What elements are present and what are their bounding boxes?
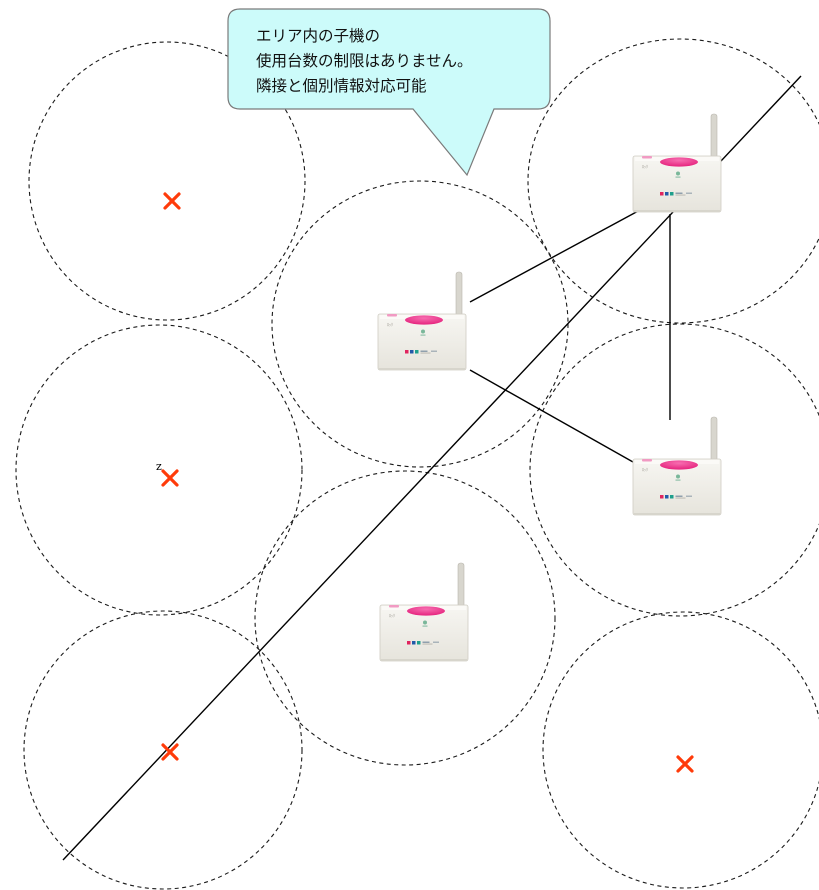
x-mark-icon <box>163 192 181 210</box>
callout-line-1: エリア内の子機の <box>256 27 380 45</box>
callout-bubble: エリア内の子機の 使用台数の制限はありません。 隣接と個別情報対応可能 <box>227 8 551 177</box>
device-top-right <box>632 113 722 213</box>
x-mark-icon <box>676 755 694 773</box>
wireless-router-icon <box>377 271 467 371</box>
device-middle-right <box>632 416 722 516</box>
wireless-router-icon <box>379 562 469 662</box>
x-mark-icon <box>161 469 179 487</box>
coverage-zone-lower-center <box>254 470 556 766</box>
wireless-router-icon <box>632 416 722 516</box>
wireless-router-icon <box>632 113 722 213</box>
device-lower-center <box>379 562 469 662</box>
device-center <box>377 271 467 371</box>
coverage-zone-bottom-right <box>542 611 819 889</box>
link-center-to-right <box>469 369 634 463</box>
stray-text: z <box>156 460 162 473</box>
coverage-zone-bottom-left <box>23 610 303 890</box>
coverage-zone-top-left <box>28 41 306 321</box>
x-mark-icon <box>161 743 179 761</box>
coverage-zone-top-right <box>527 38 819 324</box>
callout-line-3: 隣接と個別情報対応可能 <box>256 77 427 95</box>
callout-shape <box>227 8 551 177</box>
coverage-zone-middle-left <box>15 324 303 616</box>
link-center-to-top-right <box>469 209 641 303</box>
callout-line-2: 使用台数の制限はありません。 <box>256 52 473 70</box>
